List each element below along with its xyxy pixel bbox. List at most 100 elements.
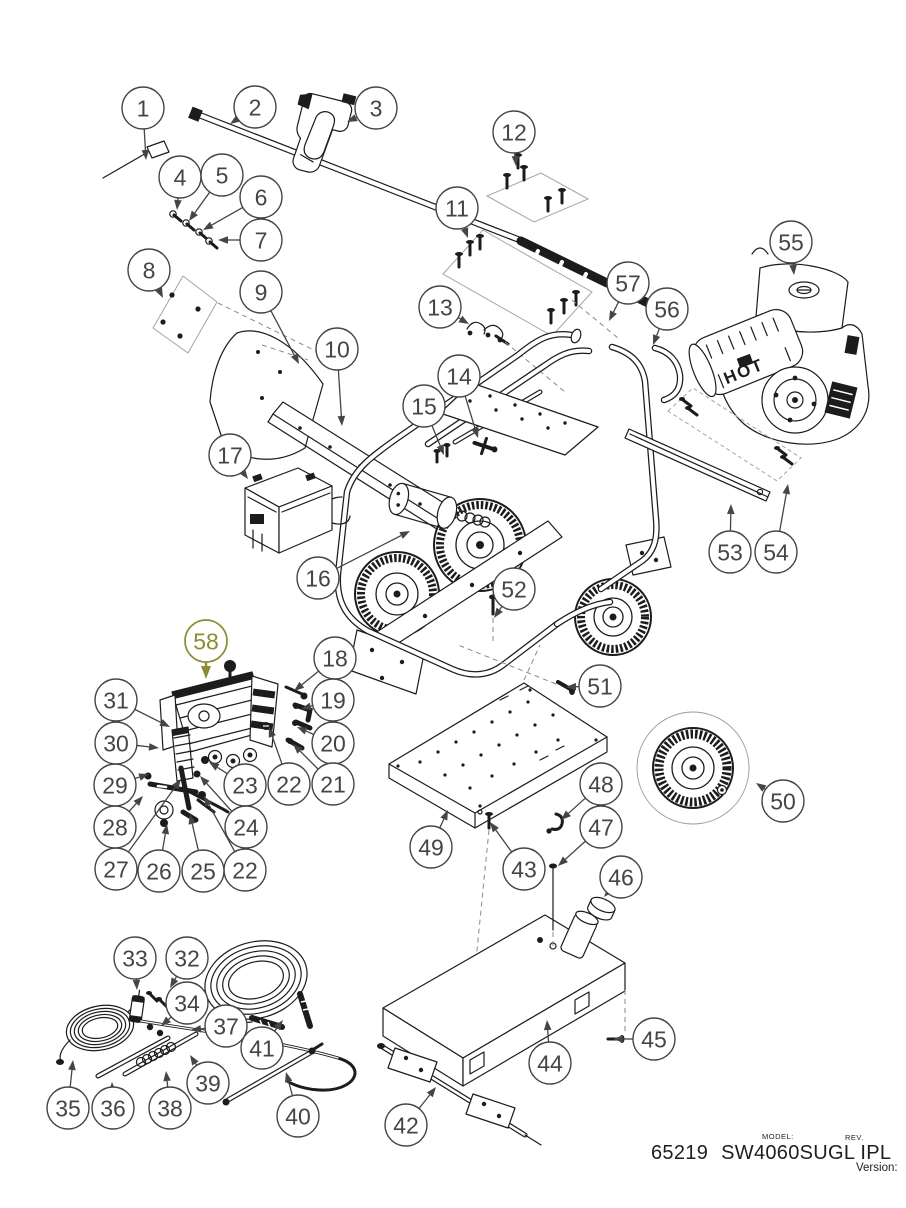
version-label: Version:	[856, 1162, 898, 1174]
svg-text:11: 11	[445, 195, 469, 221]
misc-bolts-art	[433, 436, 575, 695]
svg-text:23: 23	[232, 772, 258, 798]
model-name: SW4060SUGL IPL	[721, 1142, 892, 1164]
callout-55: 55	[769, 220, 813, 275]
svg-text:34: 34	[174, 990, 200, 1016]
callout-6: 6	[203, 175, 283, 230]
callout-49: 49	[409, 810, 453, 869]
svg-text:43: 43	[511, 856, 537, 882]
hoses-art	[56, 940, 357, 1106]
svg-text:29: 29	[102, 772, 128, 798]
callout-26: 26	[137, 824, 181, 893]
callout-2: 2	[230, 85, 277, 129]
svg-text:15: 15	[411, 393, 437, 419]
callout-1: 1	[121, 86, 165, 160]
callout-19: 19	[301, 678, 355, 722]
model-line: 65219 SW4060SUGL IPL	[651, 1142, 891, 1165]
frame-art	[325, 328, 672, 695]
callout-24: 24	[200, 776, 268, 849]
callout-39: 39	[186, 1055, 230, 1105]
svg-text:30: 30	[103, 730, 129, 756]
callout-29: 29	[93, 763, 149, 807]
callout-21: 21	[293, 744, 355, 806]
callout-52: 52	[492, 567, 536, 618]
svg-text:49: 49	[418, 834, 444, 860]
callout-10: 10	[315, 327, 359, 426]
callout-14: 14	[437, 354, 481, 438]
svg-text:35: 35	[55, 1095, 81, 1121]
svg-text:1: 1	[137, 95, 150, 121]
svg-text:52: 52	[501, 576, 527, 602]
svg-text:4: 4	[174, 164, 187, 190]
svg-text:53: 53	[717, 539, 743, 565]
callout-42: 42	[384, 1087, 436, 1147]
svg-text:38: 38	[157, 1095, 183, 1121]
svg-text:44: 44	[537, 1050, 563, 1076]
callout-48: 48	[561, 762, 623, 820]
hook-kit-art	[466, 321, 566, 393]
fastener-kit-12-art	[485, 153, 590, 223]
svg-text:55: 55	[778, 229, 804, 255]
svg-text:56: 56	[654, 296, 680, 322]
svg-text:12: 12	[501, 119, 527, 145]
svg-text:37: 37	[213, 1013, 239, 1039]
handle-grip-art	[651, 344, 684, 404]
callout-50: 50	[756, 779, 805, 823]
svg-text:21: 21	[320, 771, 346, 797]
callout-9: 9	[239, 270, 299, 364]
callout-22: 22	[267, 727, 311, 806]
callout-22: 22	[204, 796, 267, 892]
callout-53: 53	[708, 504, 752, 574]
svg-text:51: 51	[587, 673, 613, 699]
axle-art	[377, 1043, 542, 1146]
svg-text:48: 48	[588, 771, 614, 797]
callout-15: 15	[402, 384, 446, 455]
callout-30: 30	[94, 721, 159, 765]
callout-38: 38	[148, 1071, 192, 1130]
callout-8: 8	[127, 248, 171, 298]
callout-37: 37	[191, 1004, 248, 1048]
callout-31: 31	[94, 678, 170, 727]
svg-text:36: 36	[100, 1095, 126, 1121]
svg-text:46: 46	[608, 864, 634, 890]
svg-text:7: 7	[255, 227, 268, 253]
model-label: MODEL:	[762, 1132, 794, 1141]
svg-text:27: 27	[103, 856, 129, 882]
svg-text:41: 41	[249, 1035, 275, 1061]
callout-58: 58	[184, 619, 228, 679]
callout-46: 46	[599, 855, 643, 899]
callout-54: 54	[754, 484, 798, 574]
model-number: 65219	[651, 1142, 709, 1164]
callout-27: 27	[94, 779, 181, 891]
fuel-tank-art	[382, 812, 626, 1087]
callout-5: 5	[189, 153, 244, 221]
svg-text:32: 32	[174, 945, 200, 971]
callout-56: 56	[645, 287, 689, 345]
svg-text:10: 10	[324, 336, 350, 362]
svg-text:57: 57	[615, 270, 641, 296]
callout-23: 23	[209, 762, 267, 807]
svg-text:22: 22	[276, 771, 302, 797]
callout-44: 44	[528, 1020, 572, 1085]
spare-wheel-art	[636, 711, 750, 825]
callout-36: 36	[91, 1082, 135, 1130]
callout-57: 57	[606, 261, 650, 321]
svg-text:39: 39	[195, 1070, 221, 1096]
mount-plate-art	[152, 275, 331, 359]
callout-45: 45	[613, 1017, 676, 1061]
svg-text:16: 16	[305, 565, 331, 591]
rev-label: REV.	[845, 1133, 864, 1142]
spray-wand-art	[102, 106, 673, 317]
callout-34: 34	[161, 981, 209, 1026]
callout-51: 51	[566, 664, 622, 708]
svg-text:31: 31	[103, 687, 129, 713]
svg-text:8: 8	[143, 257, 156, 283]
svg-text:19: 19	[320, 687, 346, 713]
svg-text:24: 24	[233, 814, 259, 840]
svg-text:2: 2	[249, 94, 262, 120]
pump-art	[159, 660, 279, 782]
callout-41: 41	[240, 1020, 284, 1070]
callout-20: 20	[297, 721, 355, 765]
